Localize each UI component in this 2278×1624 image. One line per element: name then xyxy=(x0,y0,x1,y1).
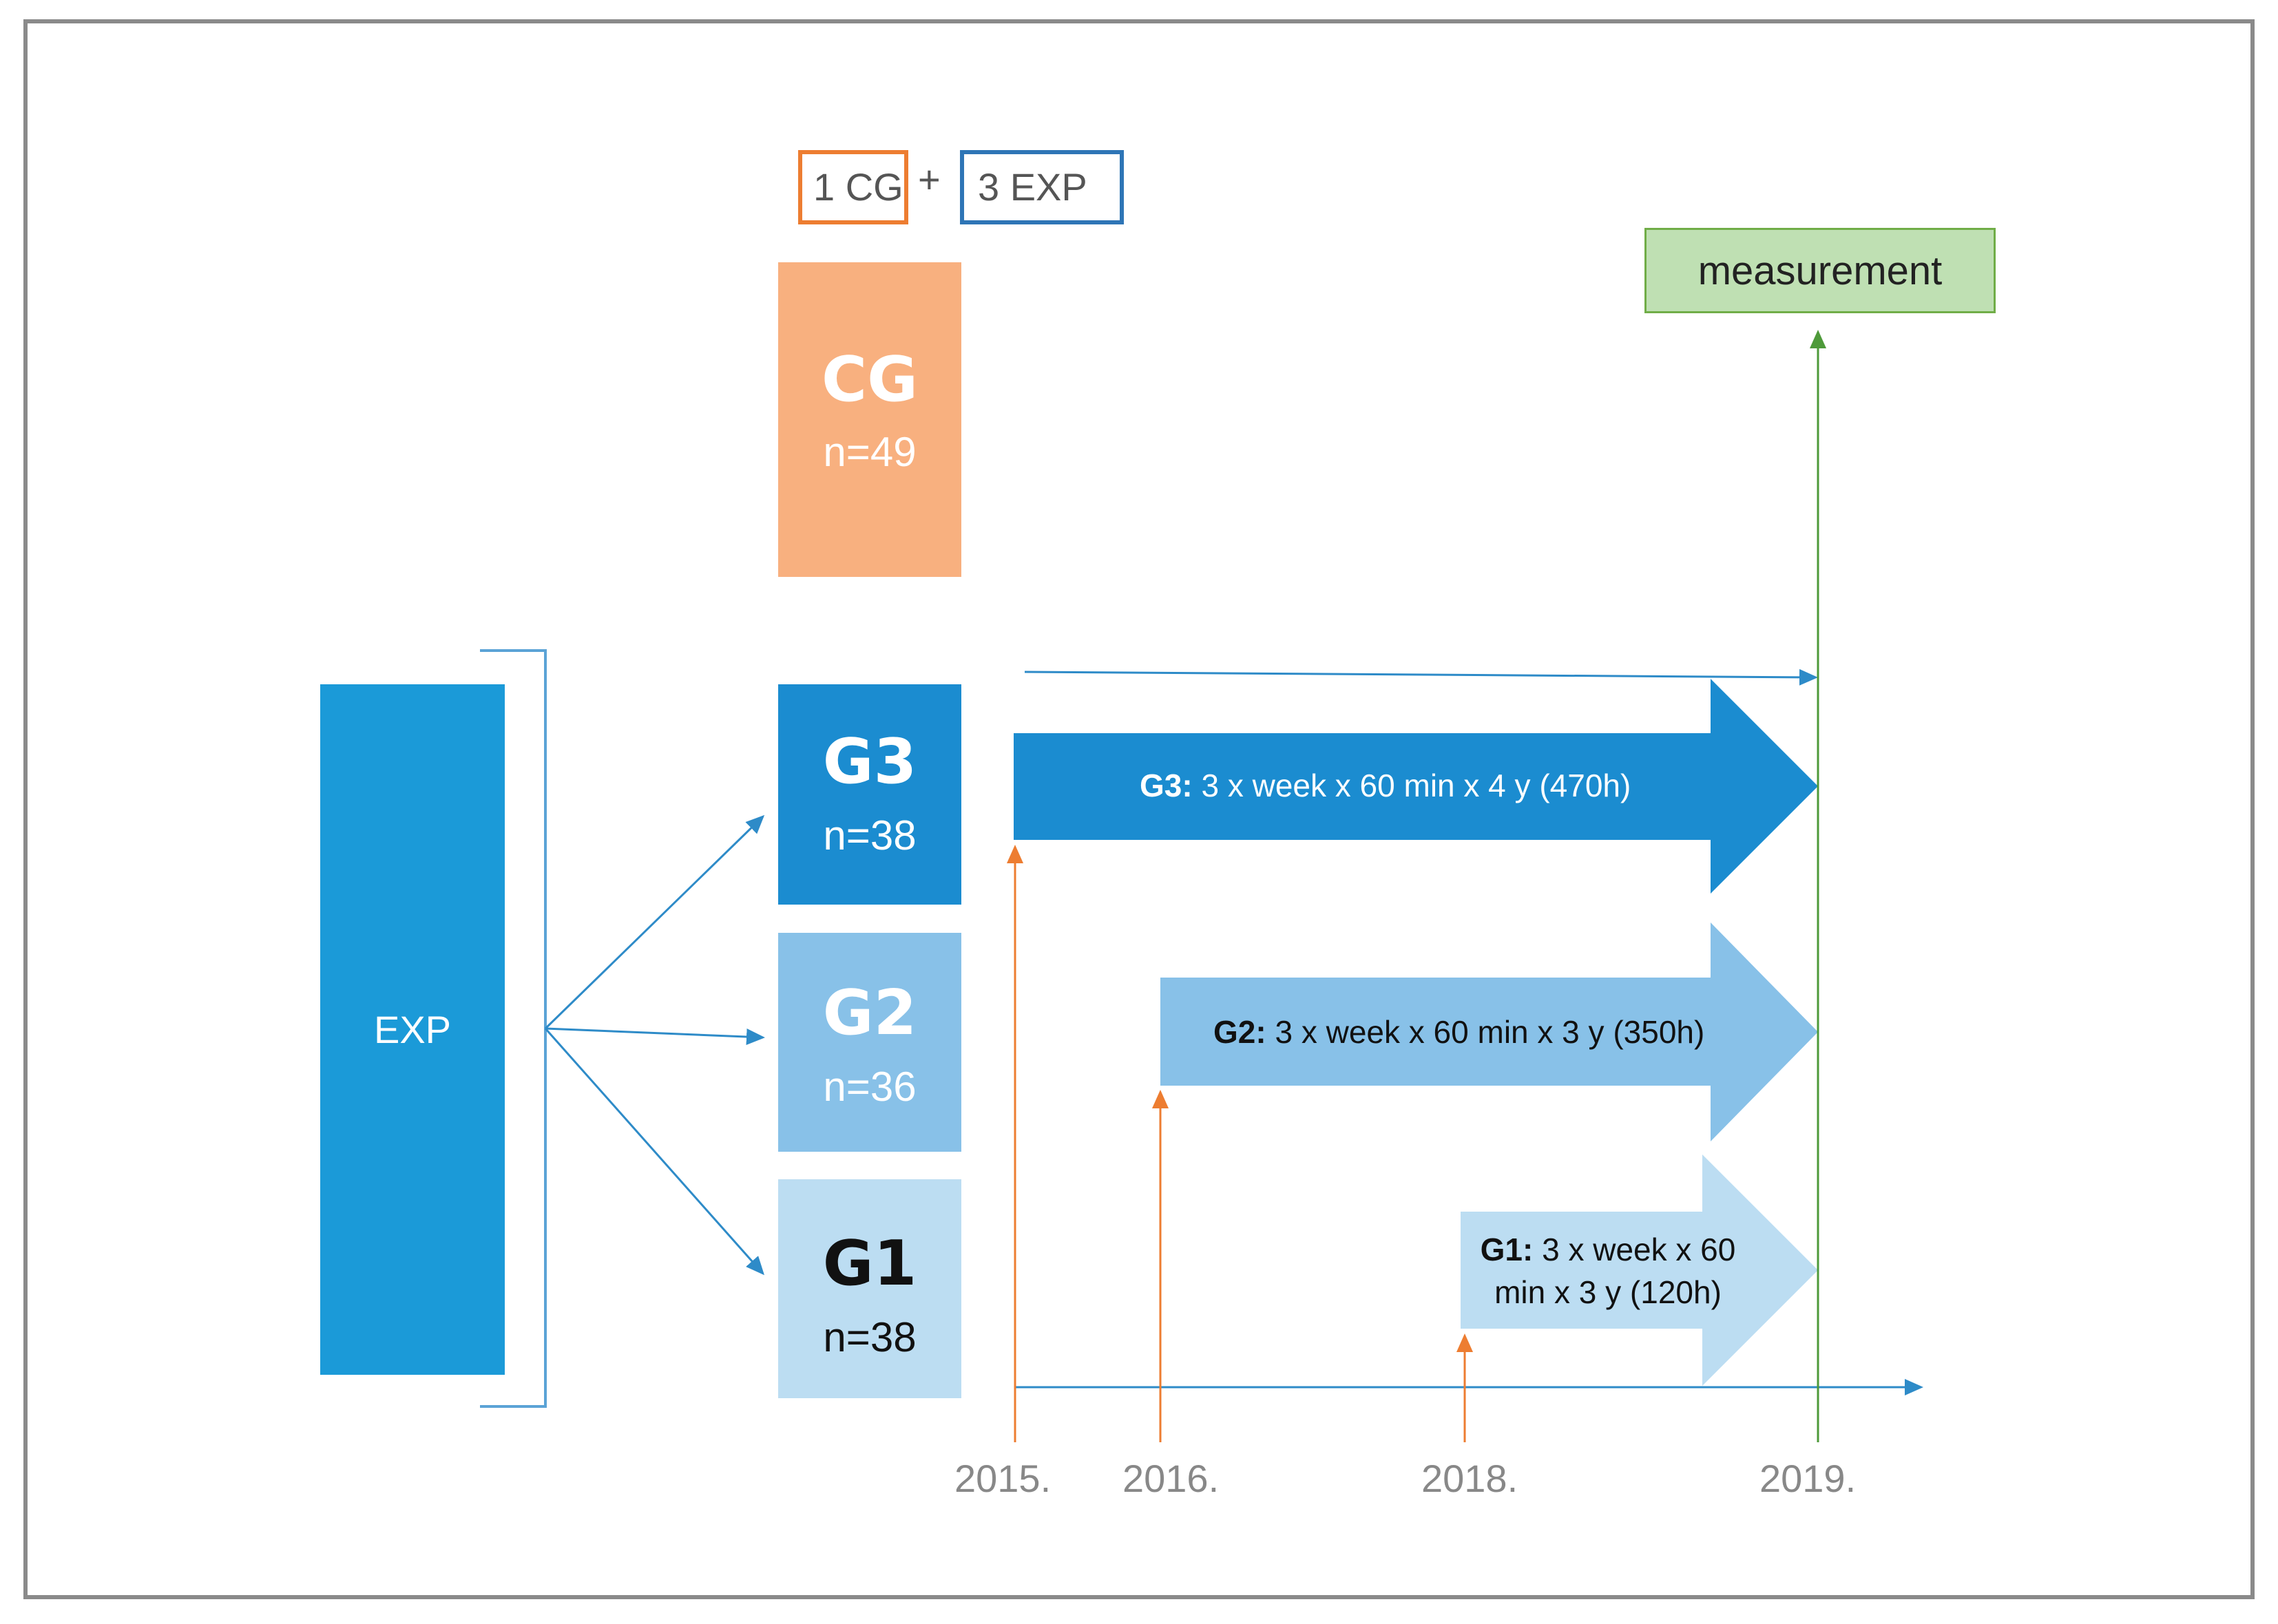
exp-label: EXP xyxy=(373,1008,452,1051)
g3-box: G3 n=38 xyxy=(778,684,961,905)
g2-duration-arrow xyxy=(1160,922,1818,1141)
year-label-2015: 2015. xyxy=(954,1457,1052,1500)
legend-cg-box: 1 CG xyxy=(798,150,908,224)
cg-name: CG xyxy=(822,344,918,416)
exp-box: EXP xyxy=(320,684,505,1375)
g3-arrow-text: 3 x week x 60 min x 4 y (470h) xyxy=(1192,768,1631,803)
g2-arrow-text: 3 x week x 60 min x 3 y (350h) xyxy=(1266,1014,1705,1050)
g2-box: G2 n=36 xyxy=(778,933,961,1152)
g3-name: G3 xyxy=(822,726,917,798)
g1-box: G1 n=38 xyxy=(778,1179,961,1398)
fan-arrow-g3 xyxy=(544,814,765,1030)
g1-count: n=38 xyxy=(823,1314,917,1360)
year-label-2019: 2019. xyxy=(1759,1457,1857,1500)
g2-arrow-label: G2: 3 x week x 60 min x 3 y (350h) xyxy=(1213,1013,1704,1051)
fan-arrow-g1 xyxy=(544,1028,764,1276)
g1-arrow-text-line2: min x 3 y (120h) xyxy=(1494,1274,1722,1310)
g2-count: n=36 xyxy=(823,1064,917,1110)
legend-exp-label: 3 EXP xyxy=(978,165,1087,209)
legend-cg-label: 1 CG xyxy=(813,165,903,209)
g1-arrow-text-line1: 3 x week x 60 xyxy=(1533,1232,1736,1267)
g1-arrow-prefix: G1: xyxy=(1480,1232,1534,1267)
g1-arrow-label: G1: 3 x week x 60 min x 3 y (120h) xyxy=(1460,1228,1756,1314)
legend-plus: + xyxy=(918,158,941,201)
cg-count: n=49 xyxy=(823,429,917,475)
top-timeline-arrow xyxy=(1024,668,1818,686)
g2-name: G2 xyxy=(822,977,917,1049)
g3-duration-arrow xyxy=(1014,679,1818,894)
measurement-box: measurement xyxy=(1644,228,1996,313)
g1-duration-arrow xyxy=(1461,1154,1818,1386)
g3-arrow-label: G3: 3 x week x 60 min x 4 y (470h) xyxy=(1140,767,1631,804)
g2-arrow-prefix: G2: xyxy=(1213,1014,1266,1050)
legend-exp-box: 3 EXP xyxy=(960,150,1124,224)
year-label-2018: 2018. xyxy=(1421,1457,1518,1500)
measurement-label: measurement xyxy=(1697,248,1943,293)
g1-name: G1 xyxy=(822,1227,917,1300)
year-label-2016: 2016. xyxy=(1122,1457,1220,1500)
g3-arrow-prefix: G3: xyxy=(1140,768,1193,803)
g3-count: n=38 xyxy=(823,812,917,858)
fan-arrow-g2 xyxy=(545,1027,765,1046)
control-group-box: CG n=49 xyxy=(778,262,961,577)
